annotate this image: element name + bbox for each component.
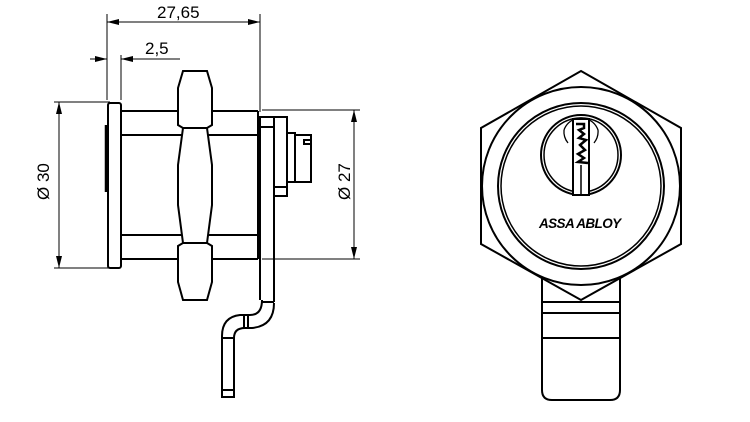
dimension-label-body-diameter: Ø 27 <box>335 163 354 200</box>
dimension-overall-length <box>106 14 261 112</box>
dimension-label-flange-diameter: Ø 30 <box>34 163 53 200</box>
dimension-label-overall-length: 27,65 <box>157 3 200 22</box>
hex-nut <box>177 70 213 301</box>
face-ring-inner <box>500 105 662 267</box>
front-view: ASSA ABLOY <box>480 69 682 401</box>
outer-ring <box>481 86 681 286</box>
face-ring-outer <box>497 102 665 270</box>
cam-lever <box>221 116 288 398</box>
dimension-body-diameter <box>262 109 360 260</box>
key-cylinder <box>540 114 622 196</box>
side-view: 27,65 2,5 Ø 30 Ø 27 <box>34 3 360 398</box>
dimension-flange-diameter <box>54 101 110 269</box>
dimension-label-flange-thickness: 2,5 <box>145 39 169 58</box>
flange <box>104 102 122 269</box>
lever-tab <box>541 270 621 401</box>
key-plug <box>286 132 312 183</box>
brand-label: ASSA ABLOY <box>538 216 623 231</box>
dimension-flange-thickness <box>90 55 180 100</box>
